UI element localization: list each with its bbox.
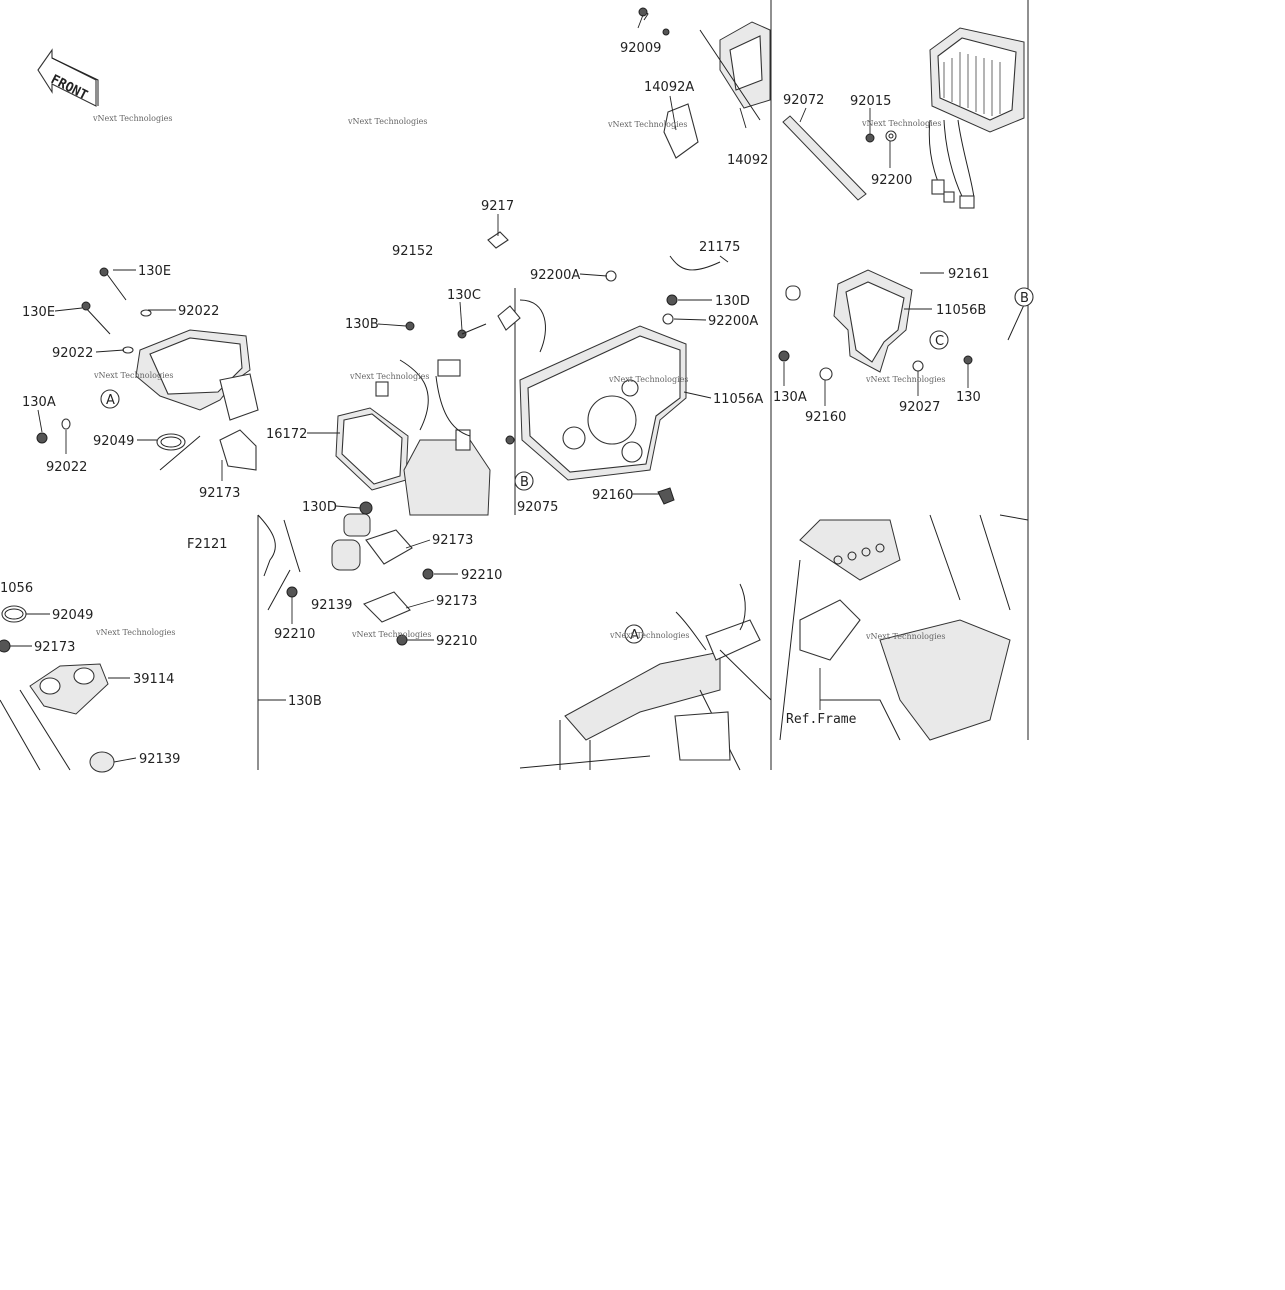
callout-label: 9217 [481, 199, 514, 214]
callout-label: 92161 [948, 267, 989, 282]
svg-text:A: A [106, 393, 115, 408]
figure-code: F2121 [187, 537, 228, 552]
callout-label: 130E [138, 264, 171, 279]
frame-section-left [519, 583, 772, 771]
callout-label: 92173 [199, 486, 240, 501]
callout-label: 130B [288, 694, 322, 709]
svg-text:vNext Technologies: vNext Technologies [865, 632, 945, 641]
callout-labels: 92009 14092A 14092 92072 92015 92200 921… [0, 41, 989, 767]
callout-label: 92139 [139, 752, 180, 767]
callout-label: 92160 [805, 410, 846, 425]
callout-label: 21175 [699, 240, 740, 255]
svg-text:B: B [1020, 291, 1029, 306]
callout-label: 16172 [266, 427, 307, 442]
strap-part [782, 115, 867, 201]
front-arrow-icon: FRONT [37, 48, 99, 107]
svg-text:vNext Technologies: vNext Technologies [608, 375, 688, 384]
svg-text:vNext Technologies: vNext Technologies [93, 371, 173, 380]
circle-ref-a-1: A [100, 389, 120, 409]
svg-text:vNext Technologies: vNext Technologies [861, 119, 941, 128]
callout-label: 92027 [899, 400, 940, 415]
ecu-module [865, 27, 1025, 209]
svg-text:vNext Technologies: vNext Technologies [349, 372, 429, 381]
callout-label: 14092 [727, 153, 768, 168]
panel-dividers [257, 0, 1029, 770]
bracket-11056b [778, 269, 1029, 381]
callout-label: 130A [773, 390, 807, 405]
callout-label: 92200A [708, 314, 758, 329]
circle-ref-b-1: B [514, 471, 534, 491]
circle-ref-b-2: B [1014, 287, 1034, 307]
top-cover-assembly [638, 7, 771, 159]
callout-label: 92152 [392, 244, 433, 259]
svg-text:vNext Technologies: vNext Technologies [609, 631, 689, 640]
callout-label: 39114 [133, 672, 174, 687]
callout-label: 11056B [936, 303, 986, 318]
svg-text:vNext Technologies: vNext Technologies [347, 117, 427, 126]
callout-label: 92210 [436, 634, 477, 649]
motor-assembly [335, 231, 521, 516]
callout-label: 130C [447, 288, 481, 303]
callout-label: 130A [22, 395, 56, 410]
callout-label: 92022 [178, 304, 219, 319]
callout-label: 130E [22, 305, 55, 320]
callout-label: 92210 [274, 627, 315, 642]
callout-label: 92022 [52, 346, 93, 361]
callout-label: 92015 [850, 94, 891, 109]
callout-label: 14092A [644, 80, 694, 95]
callout-label: 92173 [34, 640, 75, 655]
callout-label: 92210 [461, 568, 502, 583]
circle-ref-a-2: A [624, 624, 644, 644]
svg-text:vNext Technologies: vNext Technologies [351, 630, 431, 639]
left-mount-bracket [36, 267, 259, 471]
callout-label: 92173 [432, 533, 473, 548]
svg-text:vNext Technologies: vNext Technologies [95, 628, 175, 637]
circle-ref-c: C [929, 330, 949, 350]
callout-label: 92139 [311, 598, 352, 613]
svg-text:C: C [935, 334, 944, 349]
callout-label: 130B [345, 317, 379, 332]
callout-label: 1056 [0, 581, 33, 596]
callout-label: 92160 [592, 488, 633, 503]
svg-text:vNext Technologies: vNext Technologies [92, 114, 172, 123]
callout-label: 92072 [783, 93, 824, 108]
callout-label: 92049 [93, 434, 134, 449]
callout-label: 92173 [436, 594, 477, 609]
svg-text:vNext Technologies: vNext Technologies [607, 120, 687, 129]
ref-frame-label: Ref.Frame [786, 712, 857, 727]
watermarks: vNext Technologies vNext Technologies vN… [92, 114, 945, 641]
callout-label: 130D [302, 500, 337, 515]
callout-label: 11056A [713, 392, 763, 407]
callout-label: 92022 [46, 460, 87, 475]
callout-label: 130D [715, 294, 750, 309]
leader-lines [10, 14, 969, 763]
callout-label: 92075 [517, 500, 558, 515]
bottom-left-parts [0, 605, 115, 773]
callout-label: 92049 [52, 608, 93, 623]
callout-label: 130 [956, 390, 981, 405]
callout-label: 92200A [530, 268, 580, 283]
frame-section-right [779, 514, 1029, 741]
callout-label: 92009 [620, 41, 661, 56]
clamp-bushing-set [257, 501, 434, 646]
svg-text:B: B [520, 475, 529, 490]
callout-label: 92200 [871, 173, 912, 188]
svg-text:vNext Technologies: vNext Technologies [865, 375, 945, 384]
svg-text:A: A [630, 628, 639, 643]
plate-11056a [519, 255, 721, 505]
